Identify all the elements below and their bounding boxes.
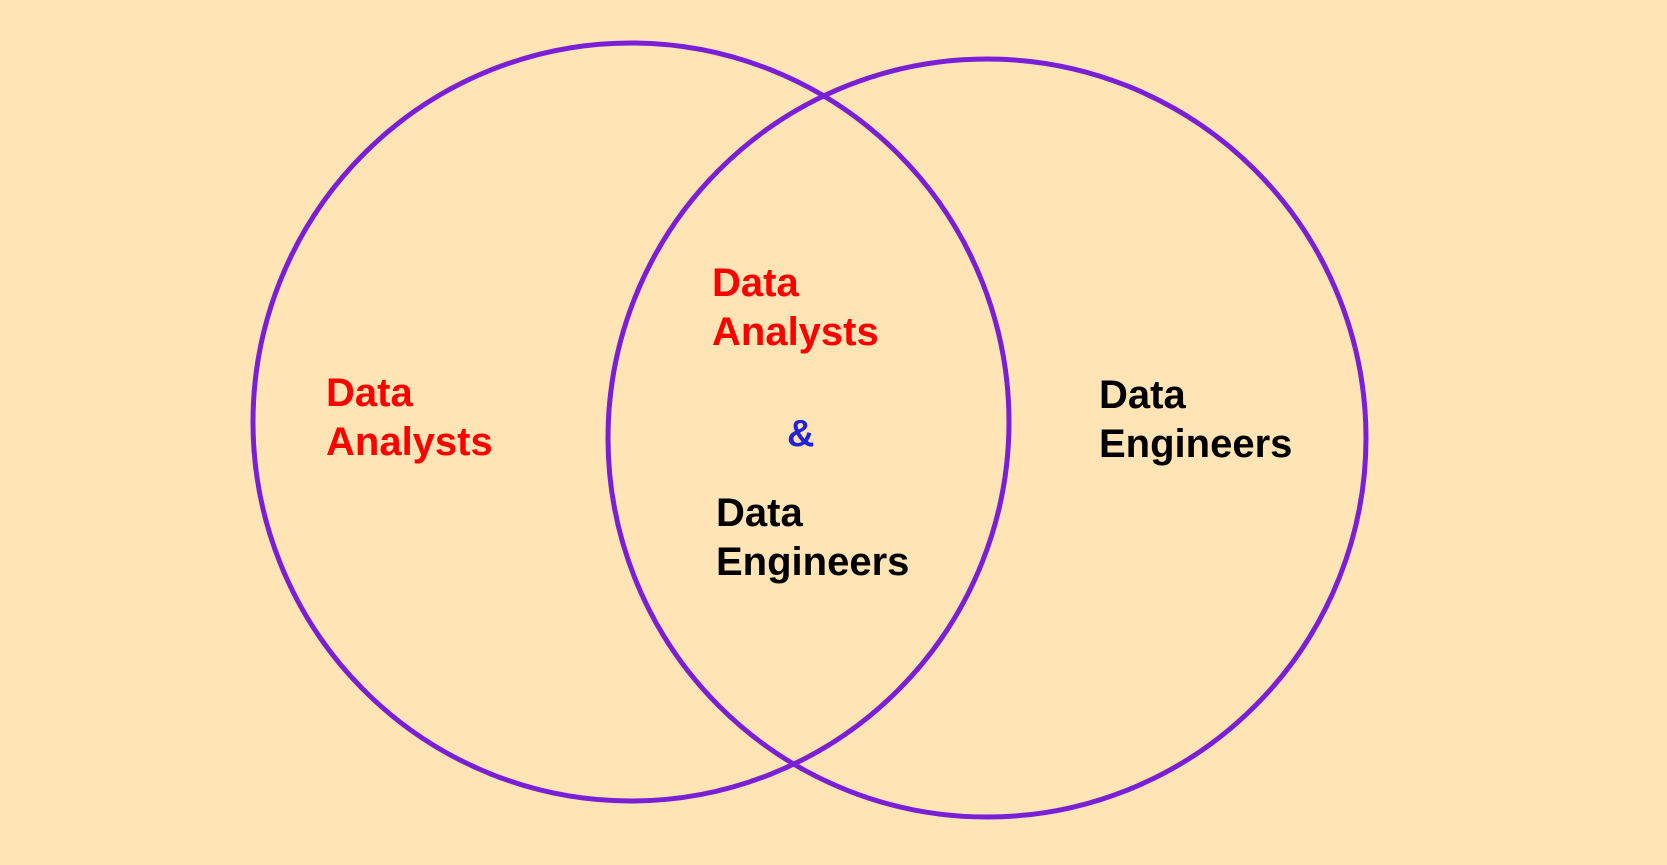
- overlap-bottom-line1: Data: [716, 491, 803, 535]
- left-region-label: Data Analysts: [326, 369, 493, 467]
- right-region-label: Data Engineers: [1099, 371, 1292, 469]
- right-region-line1: Data: [1099, 373, 1186, 417]
- overlap-bottom-label: Data Engineers: [716, 489, 909, 587]
- left-region-line2: Analysts: [326, 420, 493, 464]
- overlap-connector: &: [787, 413, 815, 455]
- left-region-line1: Data: [326, 371, 413, 415]
- right-region-line2: Engineers: [1099, 422, 1293, 466]
- overlap-top-line1: Data: [712, 261, 799, 305]
- overlap-bottom-line2: Engineers: [716, 540, 910, 584]
- overlap-top-label: Data Analysts: [712, 259, 879, 357]
- right-circle: [605, 56, 1369, 820]
- overlap-top-line2: Analysts: [712, 310, 879, 354]
- left-circle: [250, 40, 1012, 804]
